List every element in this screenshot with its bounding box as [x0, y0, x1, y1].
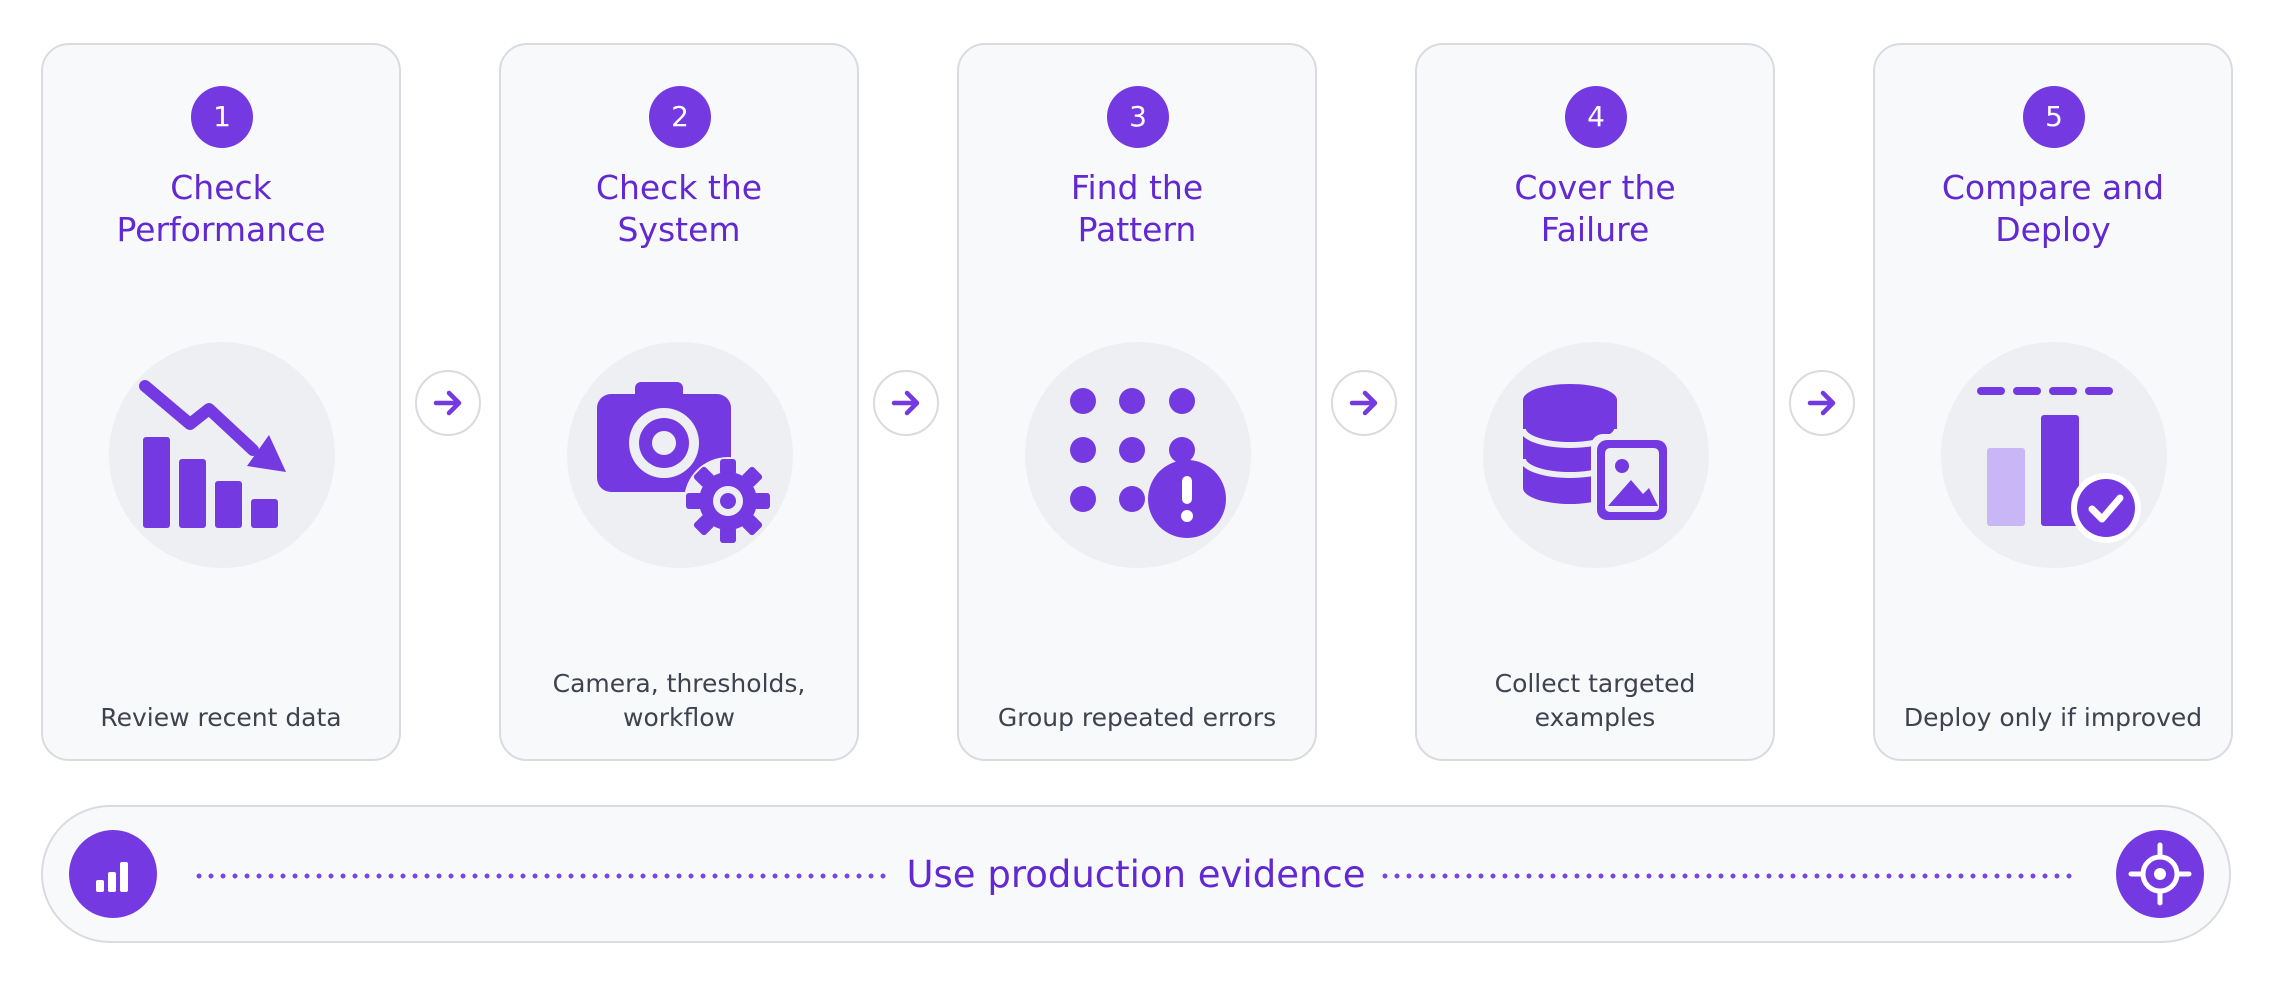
icon-circle [1941, 342, 2167, 568]
icon-circle [109, 342, 335, 568]
dotted-line-left [193, 873, 889, 879]
dotted-line-right [1379, 873, 2075, 879]
step-number-badge: 2 [649, 86, 711, 148]
declining-chart-icon [139, 380, 286, 528]
step-number-badge: 1 [191, 86, 253, 148]
step-description: Review recent data [100, 703, 342, 732]
arrow-right-icon [1807, 390, 1836, 416]
arrow-right-icon [891, 390, 920, 416]
step-number-badge: 4 [1565, 86, 1627, 148]
production-evidence-banner: Use production evidence [41, 805, 2231, 943]
step-number-badge: 3 [1107, 86, 1169, 148]
icon-circle [1025, 342, 1251, 568]
arrow-right-icon [433, 390, 462, 416]
icon-circle [567, 342, 793, 568]
dot-grid-alert-icon [1070, 388, 1226, 538]
target-crosshair-icon [2116, 830, 2204, 918]
arrow-connector-3 [1331, 370, 1397, 436]
icon-circle [1483, 342, 1709, 568]
step-description: Camera, thresholds,workflow [552, 669, 806, 732]
database-image-icon [1520, 384, 1673, 526]
step-description: Group repeated errors [997, 703, 1277, 732]
bar-chart-icon [69, 830, 157, 918]
step-description: Deploy only if improved [1903, 703, 2203, 732]
camera-gear-icon [597, 382, 772, 545]
arrow-connector-4 [1789, 370, 1855, 436]
arrow-connector-2 [873, 370, 939, 436]
step-number-badge: 5 [2023, 86, 2085, 148]
bar-compare-check-icon [1977, 387, 2141, 543]
arrow-connector-1 [415, 370, 481, 436]
arrow-right-icon [1349, 390, 1378, 416]
